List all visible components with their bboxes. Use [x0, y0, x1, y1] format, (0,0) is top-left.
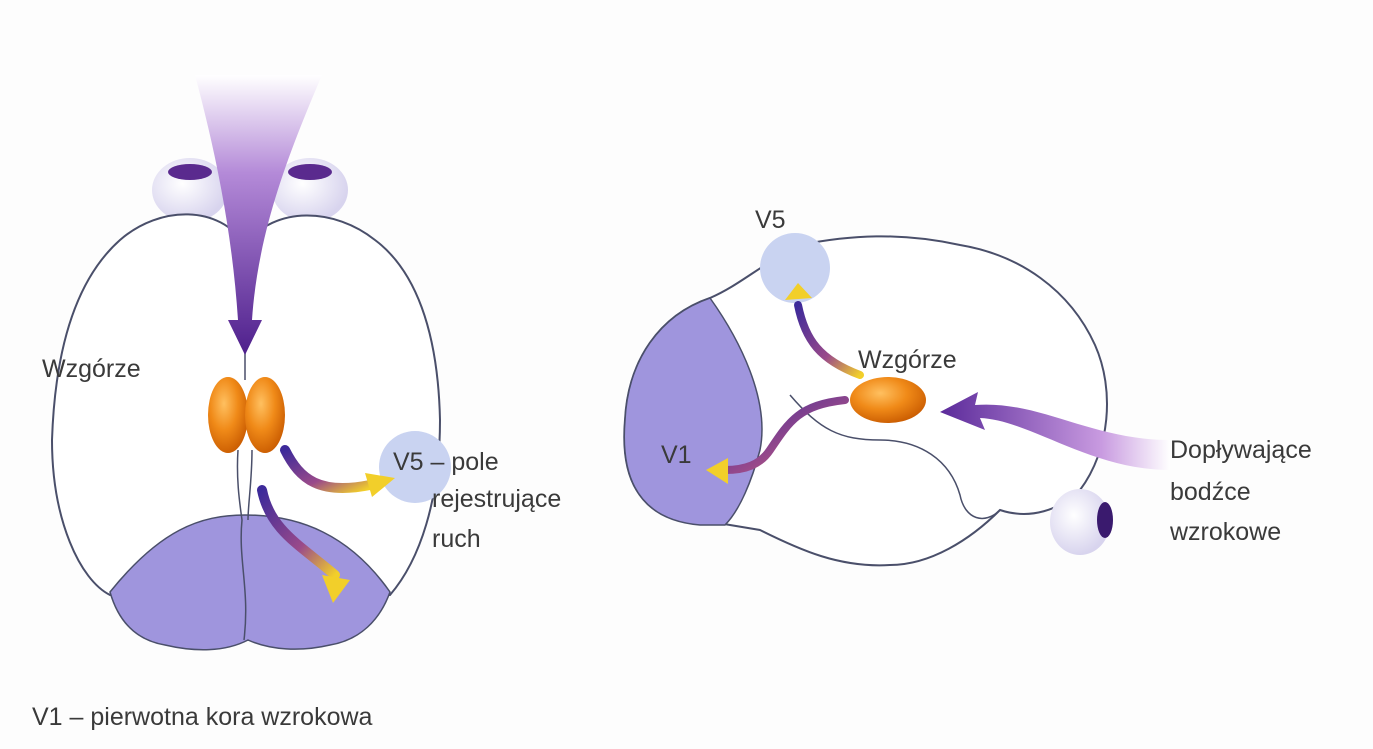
side-pupil	[1097, 502, 1113, 538]
pathway-to-v5-side	[794, 301, 864, 379]
left-pupil	[168, 164, 212, 180]
caption: V1 – pierwotna kora wzrokowa	[32, 703, 373, 731]
v5-label-top-line2: rejestrujące	[432, 485, 561, 513]
input-visual-arrow	[940, 392, 1170, 470]
arrowhead-v5	[365, 473, 395, 497]
v5-area-side	[760, 233, 830, 303]
arrowhead-v5-side	[785, 283, 812, 300]
arrowhead-v1-side	[706, 458, 728, 484]
top-view-brain: Wzgórze V5 – pole rejestrujące ruch	[42, 75, 561, 651]
side-eye-icon	[1050, 489, 1110, 555]
v5-area-top	[379, 431, 451, 503]
side-view-brain: V5 Wzgórze V1 Dopływające bodźce wzrokow…	[623, 206, 1312, 567]
input-label-line2: bodźce	[1170, 478, 1251, 506]
v5-label-top-line3: ruch	[432, 525, 481, 553]
input-label-line1: Dopływające	[1170, 436, 1312, 464]
thalamus-label-side: Wzgórze	[858, 346, 957, 374]
occipital-v1-region	[109, 514, 391, 651]
incoming-visual-cone	[195, 75, 322, 355]
thalamus-label-top: Wzgórze	[42, 355, 141, 383]
input-label-line3: wzrokowe	[1169, 518, 1281, 546]
temporal-sulcus	[789, 394, 1001, 520]
pathway-to-v1-arrow	[257, 485, 340, 580]
pathway-to-v5-arrow	[280, 445, 375, 494]
v5-label-top-line1: V5 – pole	[393, 448, 499, 476]
thalamus-side	[850, 377, 926, 423]
v1-label-side: V1	[661, 441, 692, 469]
right-pupil	[288, 164, 332, 180]
thalamus-right	[245, 377, 285, 453]
v5-label-side: V5	[755, 206, 786, 234]
pathway-to-v1-side	[721, 396, 849, 474]
thalamus-left	[208, 377, 248, 453]
arrowhead-v1	[322, 575, 350, 603]
